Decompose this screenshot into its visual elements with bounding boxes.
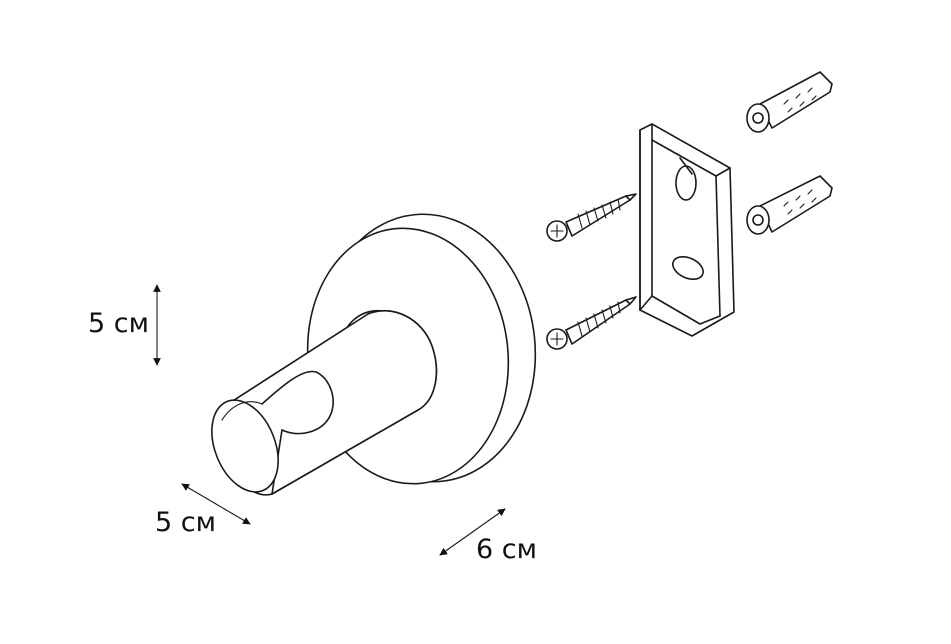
dimension-height: 5 см — [88, 284, 161, 366]
screw-upper — [546, 193, 637, 242]
dimension-depth: 5 см — [155, 483, 251, 538]
dimension-width: 6 см — [439, 508, 537, 565]
mounting-bracket — [639, 123, 735, 337]
dimension-width-label: 6 см — [476, 534, 537, 565]
wall-plug-lower — [746, 175, 833, 235]
wall-plug-upper — [746, 71, 833, 133]
dimension-depth-label: 5 см — [155, 507, 216, 538]
dimension-depth-arrow — [181, 483, 251, 525]
dimension-width-arrow — [439, 508, 506, 556]
dimension-height-label: 5 см — [88, 308, 149, 339]
hook-cylinder — [211, 309, 438, 496]
screw-lower — [546, 296, 637, 350]
